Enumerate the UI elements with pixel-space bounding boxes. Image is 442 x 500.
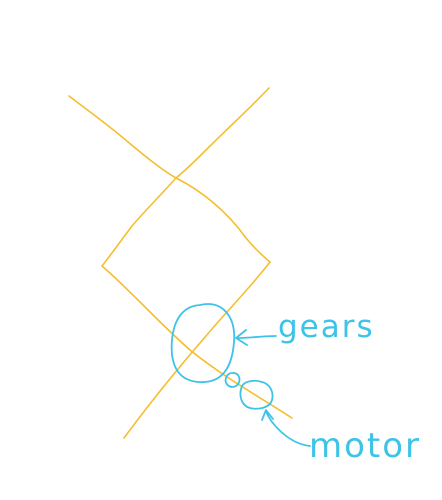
axle-ring xyxy=(224,372,241,388)
motor-arrow xyxy=(261,409,311,447)
frame-strut-lower-long xyxy=(101,265,293,419)
gears-annotation: gears xyxy=(170,303,375,383)
motor-box xyxy=(239,379,274,410)
motor-annotation: motor xyxy=(224,372,421,466)
gears-label: gears xyxy=(278,309,375,345)
frame-diamond-top-left xyxy=(101,177,177,267)
gears-arrow xyxy=(235,329,277,346)
frame-strut-upper-right xyxy=(175,87,270,179)
gears-circle xyxy=(170,303,235,383)
scissor-frame xyxy=(68,87,293,439)
frame-diamond-top-right xyxy=(175,177,271,263)
frame-strut-upper-left xyxy=(68,95,177,179)
motor-label: motor xyxy=(309,426,421,466)
frame-strut-lower-short xyxy=(123,261,271,439)
